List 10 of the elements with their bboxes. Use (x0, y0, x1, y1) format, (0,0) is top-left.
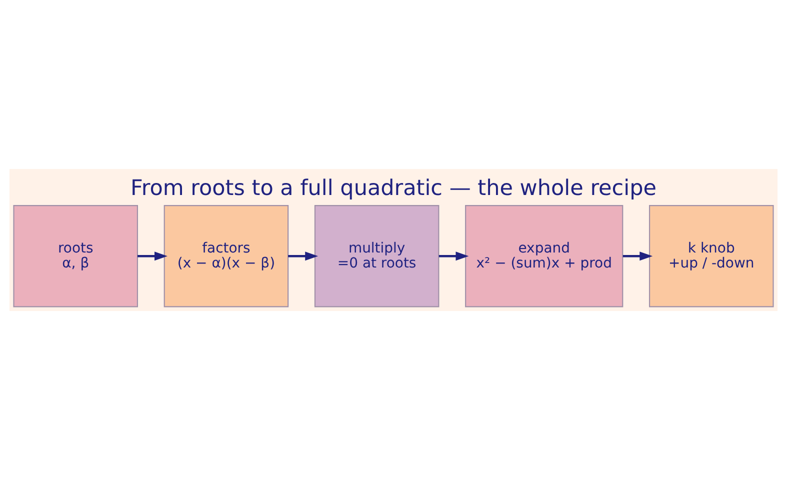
node-box: roots α, β (13, 205, 138, 308)
node-box: k knob +up / -down (649, 205, 774, 308)
node-box: multiply =0 at roots (314, 205, 440, 308)
arrow (438, 252, 469, 261)
node-box: expand x² − (sum)x + prod (465, 205, 624, 308)
arrow (138, 252, 168, 261)
arrow (622, 252, 653, 261)
arrow (288, 252, 318, 261)
diagram-title: From roots to a full quadratic — the whole recipe (130, 176, 656, 201)
node-box: factors (x − α)(x − β) (164, 205, 289, 308)
